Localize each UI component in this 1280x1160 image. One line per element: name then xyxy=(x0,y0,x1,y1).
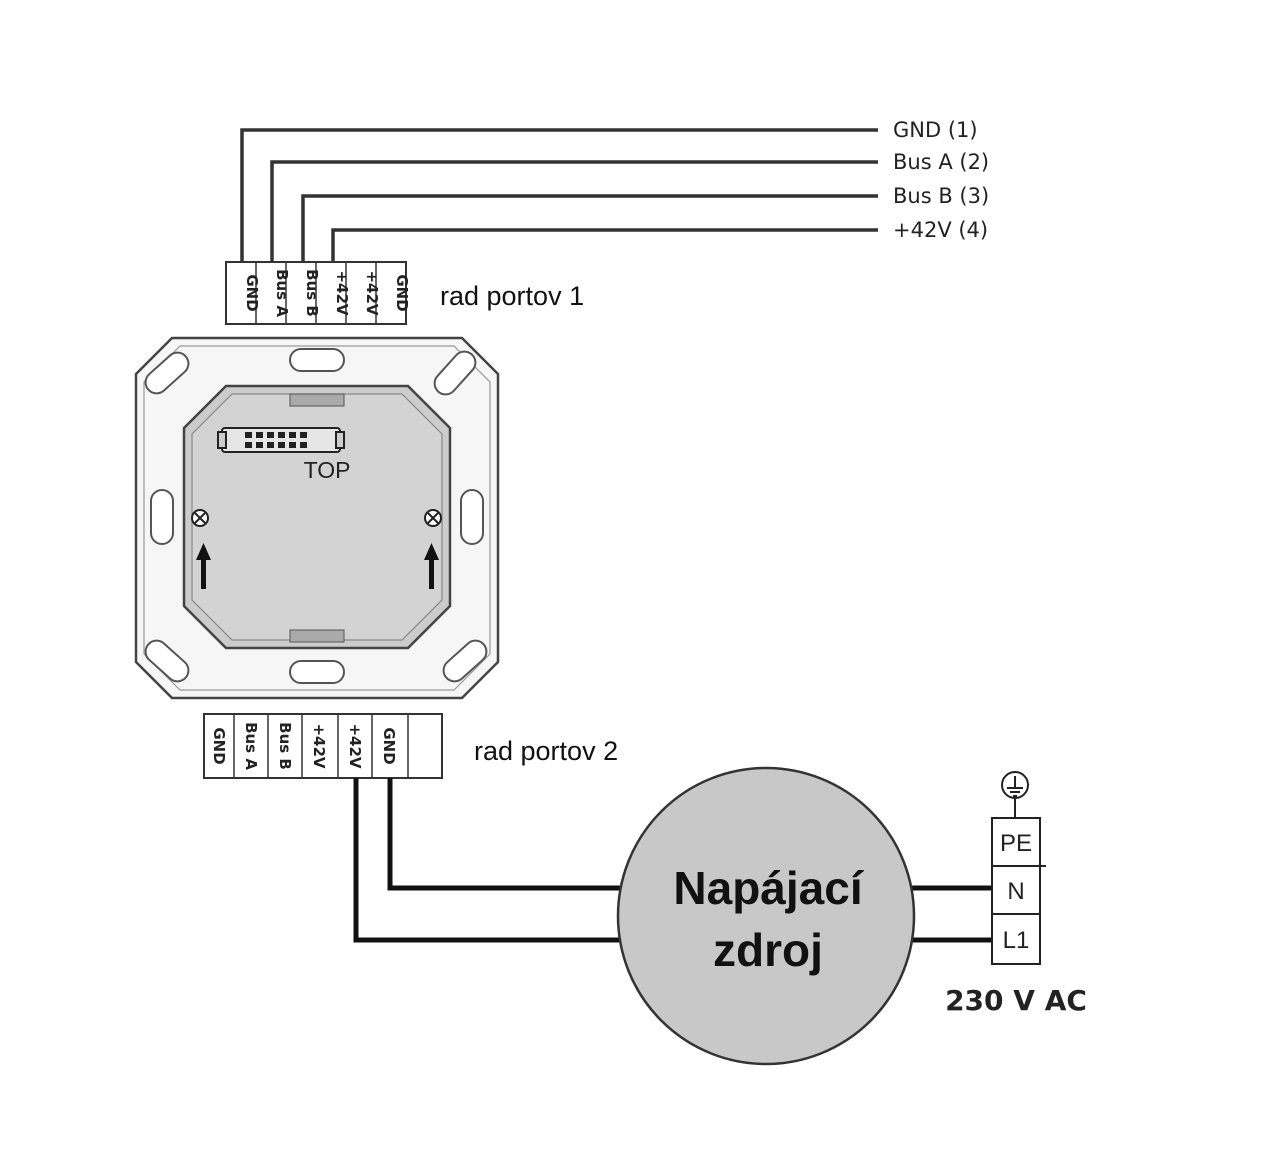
power-supply: Napájací zdroj xyxy=(616,766,916,1066)
screw-icon xyxy=(191,509,209,527)
port2-terminal-42v-b: +42V xyxy=(346,723,364,768)
wire-psu-gnd xyxy=(387,778,628,891)
port1-terminal-gnd-2: GND xyxy=(393,274,411,311)
wire-gnd xyxy=(240,128,878,262)
port1-terminal-gnd: GND xyxy=(243,274,261,311)
port2-terminal-42v-a: +42V xyxy=(310,723,328,768)
port1-terminal-42v-b: +42V xyxy=(363,270,381,315)
port2-terminal-gnd-2: GND xyxy=(380,727,398,764)
port2-terminal-gnd: GND xyxy=(210,727,228,764)
up-arrow-icon xyxy=(424,543,439,589)
screw-icon xyxy=(424,509,442,527)
wire-bus-a xyxy=(270,160,878,262)
power-supply-label-line2: zdroj xyxy=(713,924,823,976)
wire-42v xyxy=(331,228,878,262)
wire-psu-42v xyxy=(353,778,628,943)
power-supply-label-line1: Napájací xyxy=(673,862,864,914)
port-row-2: GND Bus A Bus B +42V +42V GND xyxy=(203,713,443,779)
device-frame: TOP xyxy=(134,336,500,700)
power-wires xyxy=(353,778,992,943)
port1-terminal-42v-a: +42V xyxy=(333,270,351,315)
wire-label-gnd: GND (1) xyxy=(893,118,978,142)
mains-terminal-l1: L1 xyxy=(1003,927,1030,954)
port1-terminal-bus-b: Bus B xyxy=(303,269,321,317)
mains-terminal-block: PE N L1 230 V AC xyxy=(945,771,1087,1017)
wire-bus-b xyxy=(301,194,878,262)
port1-terminal-bus-a: Bus A xyxy=(273,269,291,317)
wire-labels: GND (1) Bus A (2) Bus B (3) +42V (4) xyxy=(893,118,989,242)
port-row-2-label: rad portov 2 xyxy=(474,736,618,766)
up-arrow-icon xyxy=(196,543,211,589)
ground-icon xyxy=(1001,771,1029,818)
mains-terminal-pe: PE xyxy=(1000,830,1032,857)
wire-label-bus-b: Bus B (3) xyxy=(893,184,989,208)
top-label: TOP xyxy=(304,457,351,483)
connector-icon xyxy=(217,427,345,453)
port2-terminal-bus-b: Bus B xyxy=(276,722,294,770)
wire-label-bus-a: Bus A (2) xyxy=(893,150,989,174)
port2-terminal-bus-a: Bus A xyxy=(242,722,260,770)
mains-voltage-label: 230 V AC xyxy=(945,984,1087,1017)
mains-terminal-n: N xyxy=(1007,878,1024,905)
port-row-1: GND Bus A Bus B +42V +42V GND xyxy=(225,261,411,325)
port-row-1-label: rad portov 1 xyxy=(440,281,584,311)
bus-wires xyxy=(240,128,878,262)
wire-label-42v: +42V (4) xyxy=(893,218,988,242)
